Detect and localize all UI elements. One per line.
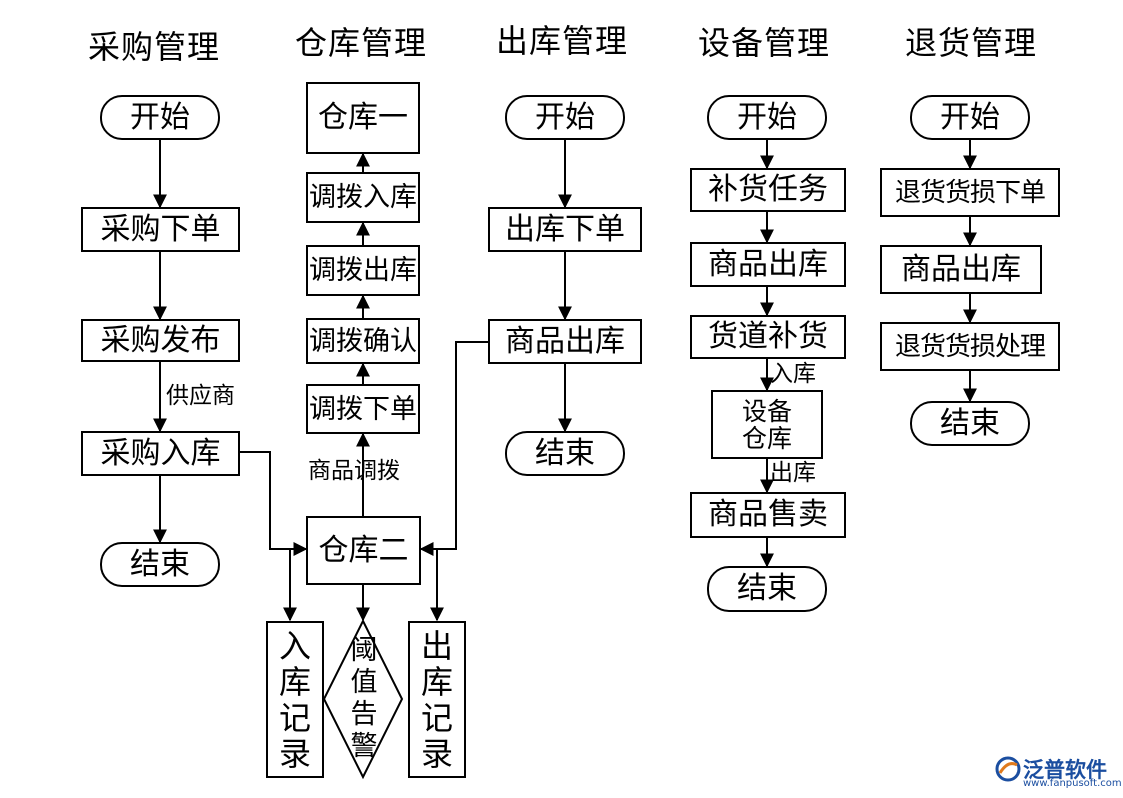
- outbound-record-char: 录: [420, 734, 453, 773]
- inbound-record-char: 录: [278, 734, 311, 773]
- outbound-record-node: 出 库 记 录: [408, 621, 466, 778]
- inbound-record-char: 库: [278, 662, 311, 701]
- outbound-title: 出库管理: [496, 22, 629, 60]
- purchase-start-node: 开始: [100, 95, 220, 140]
- inbound-record-char: 记: [278, 698, 311, 737]
- device-warehouse-line: 仓库: [741, 423, 792, 453]
- device-warehouse-line: 设备: [741, 396, 792, 426]
- outbound-record-char: 库: [420, 662, 453, 701]
- threshold-alarm-char: 阈: [350, 635, 378, 666]
- transfer-order-node: 调拨下单: [306, 384, 420, 434]
- transfer-in-node: 调拨入库: [306, 172, 420, 223]
- equipment-outbound-label: 出库: [770, 460, 816, 486]
- equipment-start-node: 开始: [707, 95, 827, 140]
- threshold-alarm-diamond: [322, 618, 404, 780]
- equipment-inbound-label: 入库: [770, 361, 816, 387]
- returns-goods-out-node: 商品出库: [880, 245, 1042, 294]
- purchase-publish-node: 采购发布: [81, 319, 240, 362]
- equipment-end-node: 结束: [707, 566, 827, 612]
- threshold-alarm-char: 警: [350, 731, 378, 762]
- threshold-alarm-node: 阈 值 告 警: [324, 621, 404, 777]
- channel-restock-node: 货道补货: [690, 315, 846, 359]
- equipment-goods-out-node: 商品出库: [690, 242, 846, 287]
- transfer-confirm-node: 调拨确认: [306, 318, 420, 364]
- returns-start-node: 开始: [910, 95, 1030, 140]
- equipment-title: 设备管理: [698, 24, 831, 62]
- outbound-record-char: 记: [420, 698, 453, 737]
- goods-transfer-label: 商品调拨: [308, 458, 400, 484]
- purchase-title: 采购管理: [88, 28, 221, 66]
- returns-process-node: 退货货损处理: [880, 322, 1060, 371]
- returns-end-node: 结束: [910, 401, 1030, 446]
- restock-task-node: 补货任务: [690, 168, 846, 212]
- transfer-out-node: 调拨出库: [306, 245, 420, 296]
- inbound-record-char: 入: [278, 626, 311, 665]
- threshold-alarm-char: 告: [350, 699, 378, 730]
- returns-order-node: 退货货损下单: [880, 168, 1060, 217]
- outbound-end-node: 结束: [505, 431, 625, 476]
- logo-url: www.fanpusoft.com: [1023, 778, 1122, 789]
- arrow-outbound-to-warehouse-two: [419, 341, 488, 556]
- purchase-end-node: 结束: [100, 542, 220, 587]
- warehouse-title: 仓库管理: [295, 24, 428, 62]
- outbound-record-char: 出: [420, 626, 453, 665]
- warehouse-one-node: 仓库一: [306, 82, 420, 154]
- supplier-label: 供应商: [166, 383, 235, 409]
- outbound-start-node: 开始: [505, 95, 625, 140]
- logo-name: 泛普软件: [1023, 758, 1107, 782]
- purchase-inbound-node: 采购入库: [81, 431, 240, 476]
- fanpu-logo: 泛普软件 www.fanpusoft.com: [995, 754, 1122, 794]
- purchase-order-node: 采购下单: [81, 207, 240, 252]
- goods-sale-node: 商品售卖: [690, 492, 846, 538]
- fanpu-logo-icon: [995, 756, 1021, 782]
- outbound-order-node: 出库下单: [488, 207, 642, 252]
- arrow-purchase-to-warehouse-two: [240, 451, 308, 556]
- inbound-record-node: 入 库 记 录: [266, 621, 324, 778]
- outbound-goods-out-node: 商品出库: [488, 319, 642, 364]
- warehouse-two-node: 仓库二: [306, 516, 421, 585]
- device-warehouse-node: 设备 仓库: [711, 390, 823, 459]
- returns-title: 退货管理: [905, 24, 1038, 62]
- threshold-alarm-char: 值: [350, 667, 378, 698]
